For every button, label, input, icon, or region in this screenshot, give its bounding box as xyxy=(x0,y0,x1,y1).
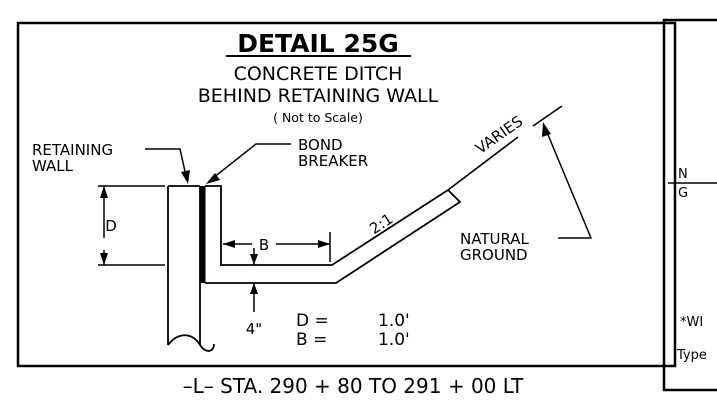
natural-ground-line xyxy=(447,136,519,191)
adjacent-panel-border xyxy=(662,18,717,392)
natural-ground-label-2: GROUND xyxy=(460,246,528,264)
retaining-wall xyxy=(167,185,201,345)
bond-breaker-label-1: BOND xyxy=(298,136,343,154)
wall-break-symbol xyxy=(167,334,215,352)
retaining-wall-label-1: RETAINING xyxy=(32,141,113,159)
retaining-wall-leader xyxy=(145,148,187,177)
dimension-b-arrow-right xyxy=(318,240,330,248)
natural-ground-dash xyxy=(532,105,563,127)
detail-border xyxy=(16,21,677,368)
bond-breaker-leader-arrow xyxy=(206,173,220,184)
d-value-label: D = xyxy=(296,311,329,331)
subtitle-line-2: BEHIND RETAINING WALL xyxy=(198,85,439,107)
dimension-d-arrow-bottom xyxy=(100,253,108,265)
adjacent-fragment-type: Type xyxy=(676,348,707,363)
retaining-wall-label-2: WALL xyxy=(32,157,74,175)
subtitle-line-1: CONCRETE DITCH xyxy=(234,63,403,85)
thickness-arrow-top xyxy=(250,254,258,265)
d-value: 1.0' xyxy=(378,311,410,331)
thickness-arrow-bottom xyxy=(250,283,258,294)
retaining-wall-leader-arrow xyxy=(181,170,190,184)
bond-breaker-leader xyxy=(212,143,291,179)
ditch-profile xyxy=(205,185,462,284)
b-value: 1.0' xyxy=(378,330,410,350)
bond-breaker-label-2: BREAKER xyxy=(298,152,368,170)
dimension-b-label: B xyxy=(259,236,269,254)
adjacent-fragment-n: N xyxy=(678,167,688,182)
detail-title: DETAIL 25G xyxy=(237,29,399,58)
adjacent-fragment-wi: *WI xyxy=(680,315,703,330)
scale-note: ( Not to Scale) xyxy=(273,110,363,125)
natural-ground-leader xyxy=(545,129,593,239)
dimension-b-arrow-left xyxy=(223,240,235,248)
thickness-label: 4" xyxy=(246,320,262,338)
dimension-d-arrow-top xyxy=(100,186,108,198)
station-caption: –L– STA. 290 + 80 TO 291 + 00 LT xyxy=(183,374,525,398)
adjacent-fragment-g: G xyxy=(678,186,688,201)
slope-label: 2:1 xyxy=(366,210,396,238)
dimension-d-label: D xyxy=(105,217,117,235)
dimension-b xyxy=(223,232,331,262)
b-value-label: B = xyxy=(296,330,327,350)
natural-ground-label-1: NATURAL xyxy=(460,230,530,248)
natural-ground-leader-arrow xyxy=(542,122,551,137)
